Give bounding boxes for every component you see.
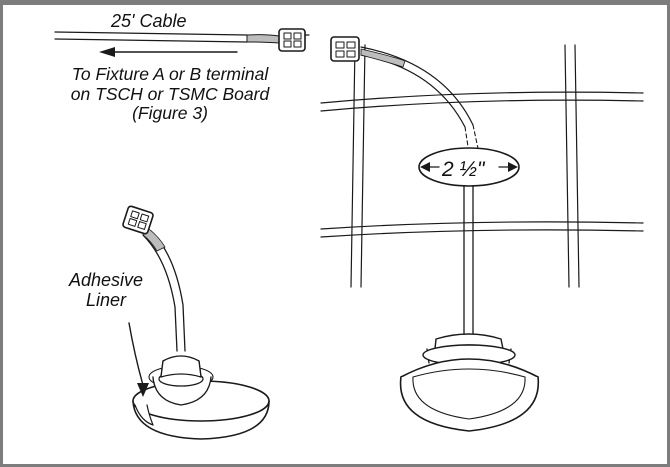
hole-diameter-label: 2 ½"	[441, 158, 486, 182]
surface-sensor	[132, 228, 270, 440]
destination-line-2: on TSCH or TSMC Board	[70, 83, 270, 104]
destination-label: To Fixture A or B terminal on TSCH or TS…	[59, 64, 281, 124]
adhesive-liner-label: Adhesive Liner	[61, 270, 151, 310]
adhesive-line-2: Liner	[85, 290, 127, 311]
cable-connector-icon	[278, 28, 310, 52]
cable-length-label: 25' Cable	[111, 11, 187, 31]
ceiling-connector-icon	[330, 36, 360, 62]
cable-25ft	[54, 31, 280, 44]
adhesive-line-1: Adhesive	[68, 270, 144, 290]
surface-connector-icon	[122, 205, 154, 235]
adhesive-arrow-icon	[128, 322, 149, 397]
destination-line-3: (Figure 3)	[132, 103, 208, 124]
ceiling-cable	[360, 46, 480, 154]
direction-arrow-icon	[99, 47, 238, 57]
installation-drawing	[54, 28, 644, 440]
ceiling-grid	[320, 44, 644, 288]
destination-line-1: To Fixture A or B terminal	[71, 64, 269, 84]
hanging-sensor	[399, 185, 540, 432]
dimension-arrows-icon	[420, 162, 518, 172]
